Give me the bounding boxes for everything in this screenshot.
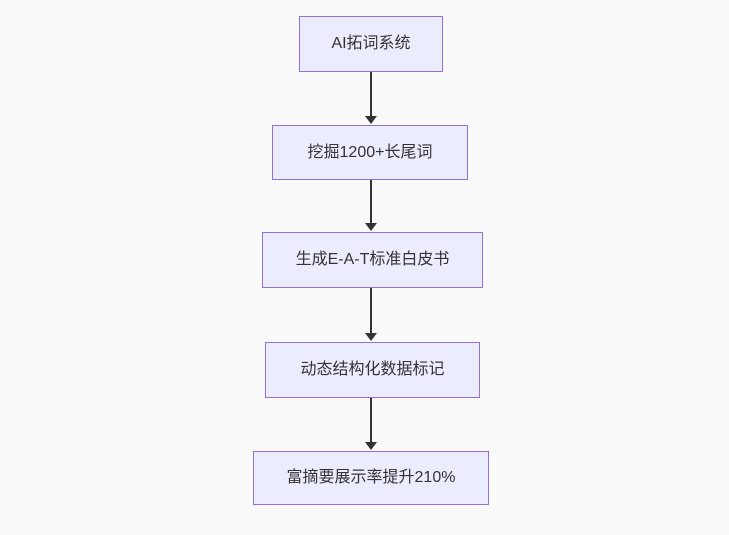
arrow-head-icon: [365, 333, 377, 341]
node-label: 挖掘1200+长尾词: [307, 143, 433, 161]
arrow-line: [370, 180, 372, 223]
node-label: AI拓词系统: [331, 35, 411, 53]
arrow-head-icon: [365, 116, 377, 124]
flowchart-node-ai-word-expansion-system: AI拓词系统: [299, 16, 443, 72]
flowchart-arrow-1: [365, 72, 377, 124]
arrow-line: [370, 288, 372, 333]
node-label: 富摘要展示率提升210%: [286, 469, 456, 487]
arrow-head-icon: [365, 223, 377, 231]
flowchart-node-mine-longtail-keywords: 挖掘1200+长尾词: [272, 125, 468, 180]
flowchart-arrow-4: [365, 398, 377, 450]
flowchart-arrow-3: [365, 288, 377, 341]
arrow-head-icon: [365, 442, 377, 450]
flowchart-arrow-2: [365, 180, 377, 231]
flowchart-node-rich-snippet-rate-increase: 富摘要展示率提升210%: [253, 451, 489, 505]
arrow-line: [370, 398, 372, 442]
arrow-line: [370, 72, 372, 116]
node-label: 动态结构化数据标记: [300, 361, 445, 379]
flowchart-node-generate-eat-whitepaper: 生成E-A-T标准白皮书: [262, 232, 483, 288]
flowchart-node-dynamic-structured-data-markup: 动态结构化数据标记: [265, 342, 480, 398]
node-label: 生成E-A-T标准白皮书: [295, 251, 450, 269]
